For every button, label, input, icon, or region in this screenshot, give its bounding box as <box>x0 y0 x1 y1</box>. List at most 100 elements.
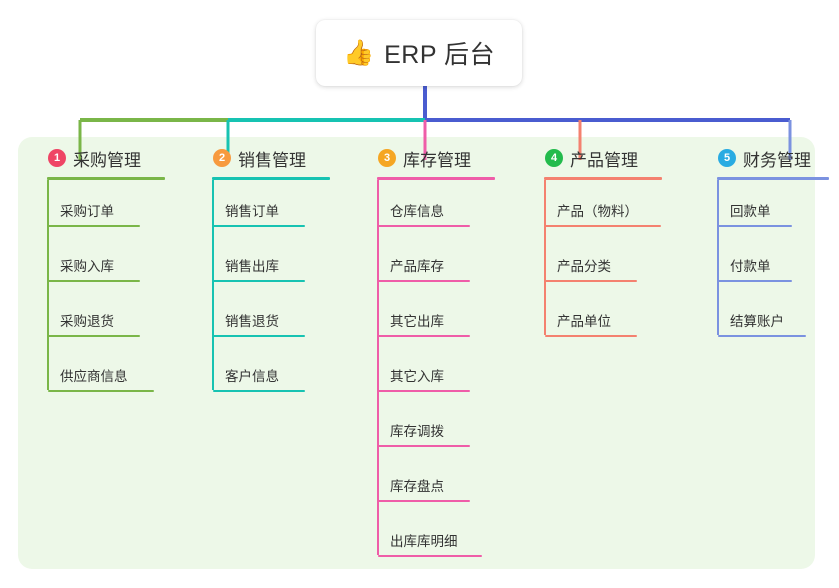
list-item-rule <box>378 445 470 447</box>
list-item-label: 供应商信息 <box>60 369 128 384</box>
list-item-rule <box>718 280 792 282</box>
list-item[interactable]: 采购退货 <box>30 290 165 345</box>
column-header-rule-3 <box>377 177 495 180</box>
list-item[interactable]: 付款单 <box>700 235 829 290</box>
column-badge-4: 4 <box>545 149 563 167</box>
list-item-label: 销售退货 <box>225 314 279 329</box>
list-item[interactable]: 客户信息 <box>195 345 330 400</box>
column-title-5: 财务管理 <box>743 150 811 170</box>
column-header-rule-1 <box>47 177 165 180</box>
list-item-rule <box>48 225 140 227</box>
list-item-label: 产品分类 <box>557 259 611 274</box>
list-item-rule <box>213 335 305 337</box>
list-item[interactable]: 销售出库 <box>195 235 330 290</box>
column-header-4[interactable]: 4 产品管理 <box>527 145 662 171</box>
column-items-3: 仓库信息产品库存其它出库其它入库库存调拨库存盘点出库库明细 <box>360 180 495 565</box>
list-item-label: 仓库信息 <box>390 204 444 219</box>
column-spine-4 <box>544 180 546 335</box>
column-1: 1 采购管理采购订单采购入库采购退货供应商信息 <box>30 145 165 400</box>
column-header-rule-4 <box>544 177 662 180</box>
list-item-label: 付款单 <box>730 259 771 274</box>
column-items-1: 采购订单采购入库采购退货供应商信息 <box>30 180 165 400</box>
column-header-5[interactable]: 5 财务管理 <box>700 145 829 171</box>
list-item-rule <box>48 390 154 392</box>
column-3: 3 库存管理仓库信息产品库存其它出库其它入库库存调拨库存盘点出库库明细 <box>360 145 495 565</box>
root-title: ERP 后台 <box>384 41 496 69</box>
content-panel <box>18 137 815 569</box>
column-items-5: 回款单付款单结算账户 <box>700 180 829 345</box>
list-item-rule <box>213 390 305 392</box>
column-header-rule-5 <box>717 177 829 180</box>
column-items-2: 销售订单销售出库销售退货客户信息 <box>195 180 330 400</box>
list-item[interactable]: 产品分类 <box>527 235 662 290</box>
list-item-rule <box>378 555 482 557</box>
thumbs-up-icon: 👍 <box>342 38 375 67</box>
list-item[interactable]: 回款单 <box>700 180 829 235</box>
list-item-rule <box>213 225 305 227</box>
list-item-rule <box>213 280 305 282</box>
list-item-label: 回款单 <box>730 204 771 219</box>
list-item-rule <box>378 335 470 337</box>
list-item[interactable]: 销售退货 <box>195 290 330 345</box>
column-header-3[interactable]: 3 库存管理 <box>360 145 495 171</box>
column-header-rule-2 <box>212 177 330 180</box>
list-item-label: 销售订单 <box>225 204 279 219</box>
list-item[interactable]: 销售订单 <box>195 180 330 235</box>
list-item-label: 采购退货 <box>60 314 114 329</box>
list-item[interactable]: 产品（物料） <box>527 180 662 235</box>
column-badge-1: 1 <box>48 149 66 167</box>
column-title-1: 采购管理 <box>73 150 141 170</box>
list-item-rule <box>545 280 637 282</box>
column-header-1[interactable]: 1 采购管理 <box>30 145 165 171</box>
list-item-rule <box>718 335 806 337</box>
list-item-rule <box>378 225 470 227</box>
list-item[interactable]: 其它出库 <box>360 290 495 345</box>
list-item-label: 产品单位 <box>557 314 611 329</box>
list-item[interactable]: 出库库明细 <box>360 510 495 565</box>
list-item[interactable]: 其它入库 <box>360 345 495 400</box>
list-item-label: 库存盘点 <box>390 479 444 494</box>
list-item-label: 销售出库 <box>225 259 279 274</box>
column-title-2: 销售管理 <box>238 150 306 170</box>
column-spine-1 <box>47 180 49 390</box>
list-item-label: 采购入库 <box>60 259 114 274</box>
list-item-label: 其它出库 <box>390 314 444 329</box>
list-item-label: 出库库明细 <box>390 534 458 549</box>
list-item[interactable]: 产品单位 <box>527 290 662 345</box>
list-item-rule <box>48 335 140 337</box>
column-title-4: 产品管理 <box>570 150 638 170</box>
list-item-label: 库存调拨 <box>390 424 444 439</box>
list-item[interactable]: 采购订单 <box>30 180 165 235</box>
column-badge-2: 2 <box>213 149 231 167</box>
list-item-label: 结算账户 <box>730 314 784 329</box>
list-item[interactable]: 采购入库 <box>30 235 165 290</box>
column-spine-3 <box>377 180 379 555</box>
list-item[interactable]: 库存盘点 <box>360 455 495 510</box>
column-title-3: 库存管理 <box>403 150 471 170</box>
list-item-label: 采购订单 <box>60 204 114 219</box>
column-5: 5 财务管理回款单付款单结算账户 <box>700 145 829 345</box>
root-node[interactable]: 👍 ERP 后台 <box>316 20 522 86</box>
column-4: 4 产品管理产品（物料） 产品分类产品单位 <box>527 145 662 345</box>
column-header-2[interactable]: 2 销售管理 <box>195 145 330 171</box>
list-item-rule <box>718 225 792 227</box>
list-item-rule <box>378 280 470 282</box>
list-item-label: 其它入库 <box>390 369 444 384</box>
list-item[interactable]: 结算账户 <box>700 290 829 345</box>
list-item-rule <box>545 225 661 227</box>
column-2: 2 销售管理销售订单销售出库销售退货客户信息 <box>195 145 330 400</box>
column-spine-5 <box>717 180 719 335</box>
list-item[interactable]: 仓库信息 <box>360 180 495 235</box>
column-badge-5: 5 <box>718 149 736 167</box>
list-item-rule <box>378 500 470 502</box>
list-item-rule <box>48 280 140 282</box>
list-item[interactable]: 供应商信息 <box>30 345 165 400</box>
list-item-rule <box>378 390 470 392</box>
list-item-label: 客户信息 <box>225 369 279 384</box>
list-item[interactable]: 库存调拨 <box>360 400 495 455</box>
list-item[interactable]: 产品库存 <box>360 235 495 290</box>
list-item-rule <box>545 335 637 337</box>
column-spine-2 <box>212 180 214 390</box>
column-badge-3: 3 <box>378 149 396 167</box>
